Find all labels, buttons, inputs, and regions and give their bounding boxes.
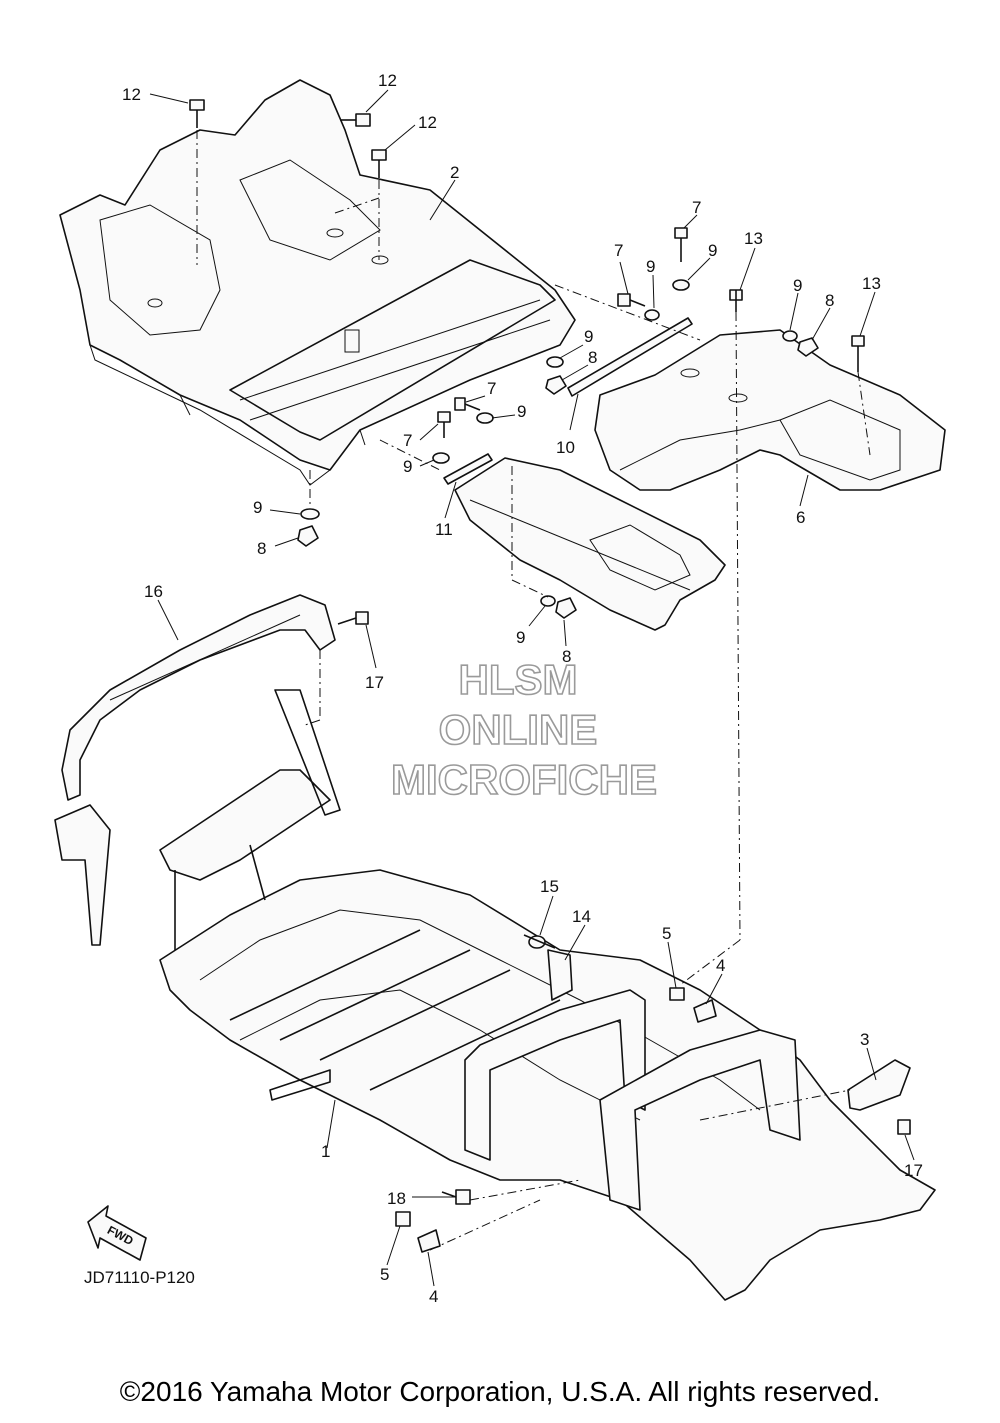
fwd-arrow-icon: FWD — [87, 1205, 147, 1261]
copyright-notice: ©2016 Yamaha Motor Corporation, U.S.A. A… — [119, 1376, 881, 1407]
callout-12: 12 — [122, 85, 141, 104]
watermark-line-1: HLSM — [459, 656, 578, 703]
callout-1: 1 — [321, 1142, 330, 1161]
callout-9: 9 — [708, 241, 717, 260]
diagram-code: JD71110-P120 — [84, 1268, 195, 1287]
nut-8d — [555, 597, 577, 619]
callout-9: 9 — [517, 402, 526, 421]
nut-8b — [545, 375, 567, 395]
part-16-front-bar — [61, 594, 336, 801]
callout-12: 12 — [378, 71, 397, 90]
bolt-13b — [851, 335, 865, 372]
bracket-4a — [693, 999, 717, 1023]
callout-7: 7 — [487, 379, 496, 398]
callout-6: 6 — [796, 508, 805, 527]
washer-9a — [644, 309, 660, 321]
watermark: HLSM ONLINE MICROFICHE — [390, 655, 658, 804]
callout-12: 12 — [418, 113, 437, 132]
callout-17: 17 — [365, 673, 384, 692]
fasteners — [189, 99, 911, 1253]
assembly-lines — [196, 130, 871, 1251]
bolt-18 — [441, 1189, 471, 1205]
callout-5: 5 — [380, 1265, 389, 1284]
callout-3: 3 — [860, 1030, 869, 1049]
callout-10: 10 — [556, 438, 575, 457]
callout-14: 14 — [572, 907, 591, 926]
callout-13: 13 — [744, 229, 763, 248]
callout-9: 9 — [403, 457, 412, 476]
bolt-12c — [371, 149, 387, 178]
bolt-5a — [669, 987, 685, 1001]
washer-9f — [432, 452, 450, 464]
callout-9: 9 — [646, 257, 655, 276]
bolt-7d — [437, 411, 451, 438]
nut-8a — [797, 337, 819, 357]
callout-9: 9 — [253, 498, 262, 517]
washer-9b — [672, 279, 690, 291]
callout-8: 8 — [588, 348, 597, 367]
watermark-line-3: MICROFICHE — [391, 756, 657, 803]
bracket-4b — [417, 1229, 441, 1253]
part-3-bracket — [847, 1059, 911, 1111]
callout-8: 8 — [825, 291, 834, 310]
callout-8: 8 — [562, 647, 571, 666]
callout-16: 16 — [144, 582, 163, 601]
callout-2: 2 — [450, 163, 459, 182]
callout-5: 5 — [662, 924, 671, 943]
callout-7: 7 — [614, 241, 623, 260]
bolt-17b — [897, 1119, 911, 1135]
callout-9: 9 — [584, 327, 593, 346]
bracket-10 — [567, 317, 693, 397]
callout-8: 8 — [257, 539, 266, 558]
bolt-7a — [617, 293, 646, 307]
part-14-bracket — [547, 949, 573, 1001]
callout-9: 9 — [793, 276, 802, 295]
bolt-12a — [189, 99, 205, 128]
leader-lines — [149, 89, 915, 1287]
bolt-17a — [337, 611, 369, 625]
part-2-floor-panel — [59, 79, 576, 486]
watermark-line-2: ONLINE — [439, 706, 598, 753]
callout-13: 13 — [862, 274, 881, 293]
bolt-7c — [454, 397, 481, 411]
part-11-cross-member — [454, 457, 726, 631]
part-6-rear-floor — [594, 329, 946, 491]
washer-9g — [300, 508, 320, 520]
callout-7: 7 — [692, 198, 701, 217]
bolt-7b — [674, 227, 688, 262]
callout-4: 4 — [429, 1287, 438, 1306]
washer-9e — [476, 412, 494, 424]
callout-18: 18 — [387, 1189, 406, 1208]
part-15 — [523, 934, 556, 949]
callout-15: 15 — [540, 877, 559, 896]
bolt-13a — [729, 289, 743, 312]
washer-9h — [540, 595, 556, 607]
callout-7: 7 — [403, 431, 412, 450]
bolt-12b — [340, 113, 371, 127]
callout-9: 9 — [516, 628, 525, 647]
callout-17: 17 — [904, 1161, 923, 1180]
nut-8c — [297, 525, 319, 547]
callout-4: 4 — [716, 956, 725, 975]
washer-9d — [546, 356, 564, 368]
callout-labels: 12 12 12 2 7 7 9 9 13 9 8 13 9 8 7 9 7 9… — [122, 71, 923, 1306]
bolt-5b — [395, 1211, 411, 1227]
bracket-11 — [443, 453, 493, 485]
callout-11: 11 — [435, 520, 453, 539]
washer-9c — [782, 330, 798, 342]
